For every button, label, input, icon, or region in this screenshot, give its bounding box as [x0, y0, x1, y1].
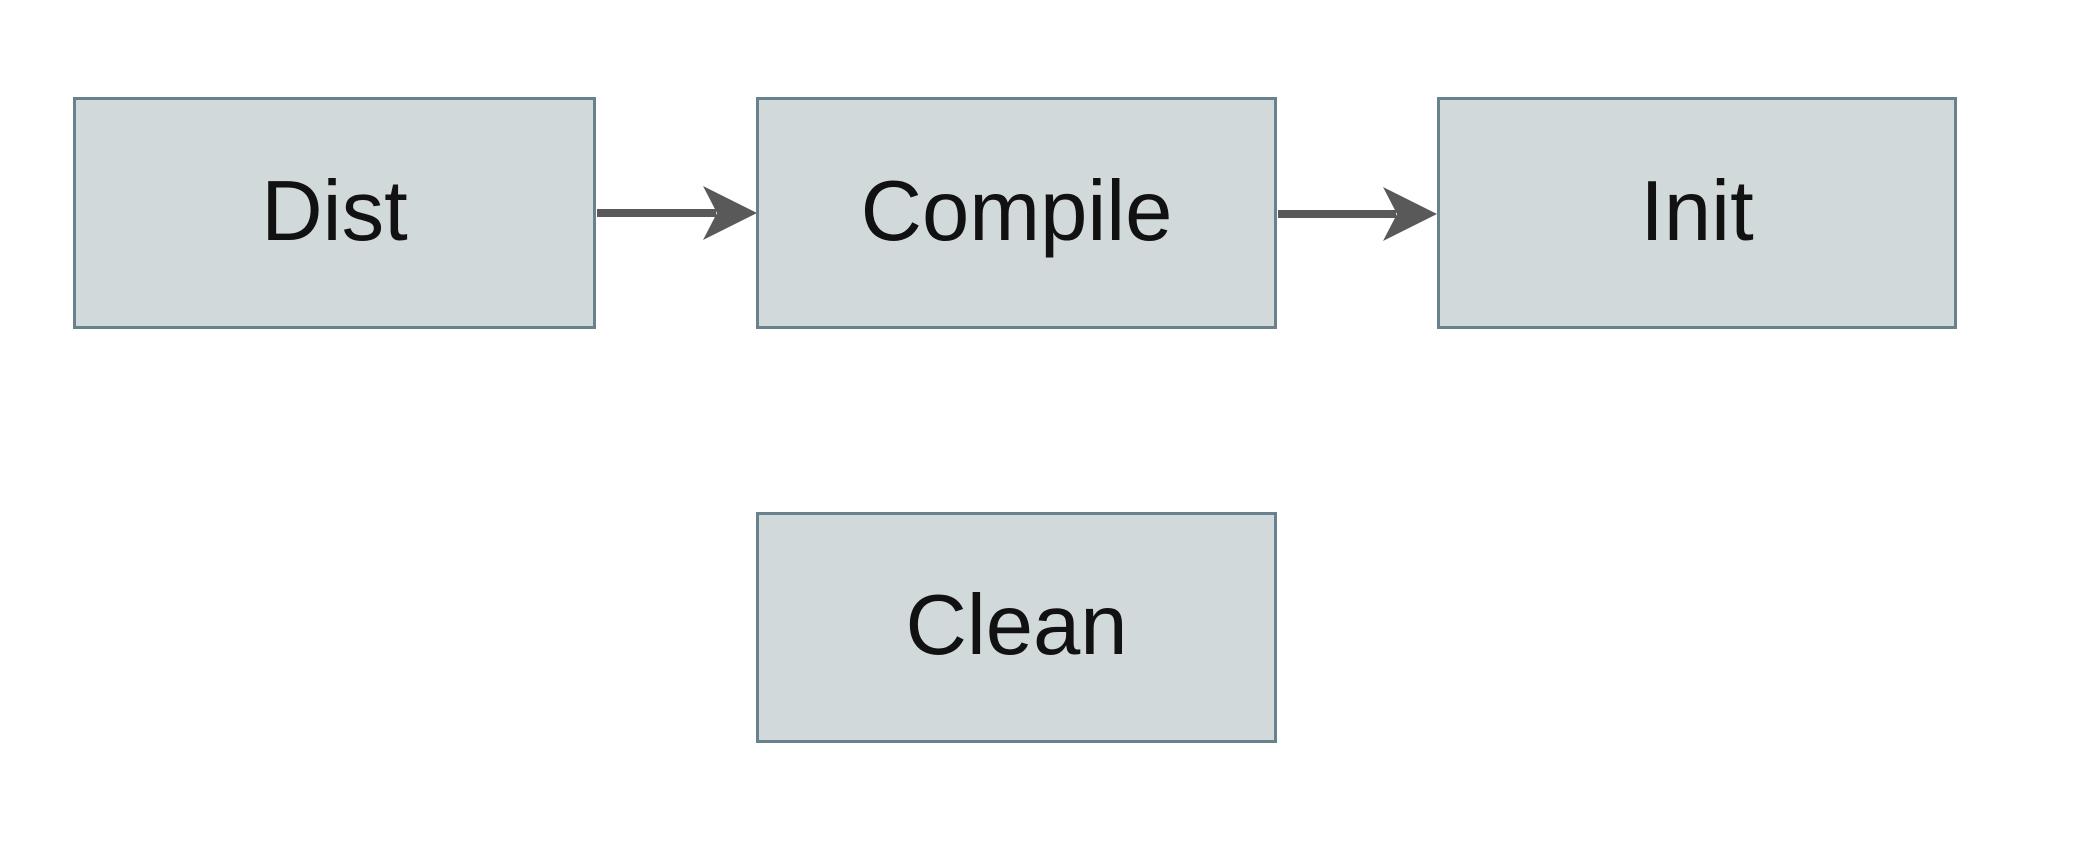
arrowhead-icon: [1383, 187, 1437, 241]
node-clean[interactable]: Clean: [756, 512, 1277, 743]
node-dist[interactable]: Dist: [73, 97, 596, 329]
arrowhead-icon: [703, 186, 757, 240]
node-compile-label: Compile: [860, 163, 1173, 259]
node-dist-label: Dist: [261, 163, 408, 259]
arrow-compile-to-init: [1278, 187, 1437, 241]
node-init-label: Init: [1640, 163, 1754, 259]
node-clean-label: Clean: [905, 578, 1128, 673]
arrow-dist-to-compile: [597, 186, 757, 240]
node-init[interactable]: Init: [1437, 97, 1957, 329]
node-compile[interactable]: Compile: [756, 97, 1277, 329]
